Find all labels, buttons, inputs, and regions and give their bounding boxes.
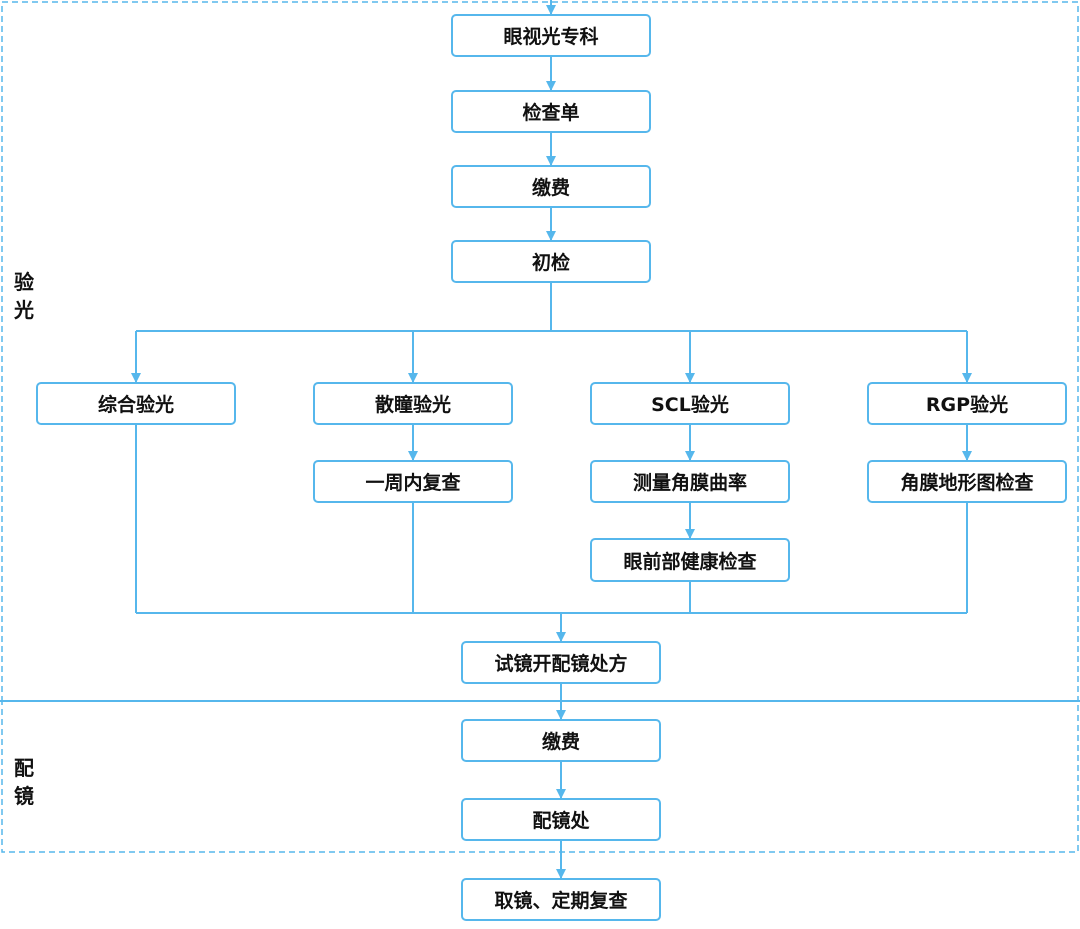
node-comprehensive: 综合验光 [36,382,236,425]
fitting-section-border [1,700,1079,853]
node-rgp: RGP验光 [867,382,1067,425]
section-label-fitting: 配镜 [14,756,34,808]
node-checklist: 检查单 [451,90,651,133]
node-clinic: 眼视光专科 [451,14,651,57]
section-label-exam: 验光 [14,270,34,322]
node-scl: SCL验光 [590,382,790,425]
node-pay-1: 缴费 [451,165,651,208]
node-initial-exam: 初检 [451,240,651,283]
node-pickup: 取镜、定期复查 [461,878,661,921]
node-topography: 角膜地形图检查 [867,460,1067,503]
node-curvature: 测量角膜曲率 [590,460,790,503]
node-anterior-health: 眼前部健康检查 [590,538,790,582]
node-recheck-week: 一周内复查 [313,460,513,503]
node-pay-2: 缴费 [461,719,661,762]
node-fitting: 配镜处 [461,798,661,841]
node-prescription: 试镜开配镜处方 [461,641,661,684]
node-dilated: 散瞳验光 [313,382,513,425]
